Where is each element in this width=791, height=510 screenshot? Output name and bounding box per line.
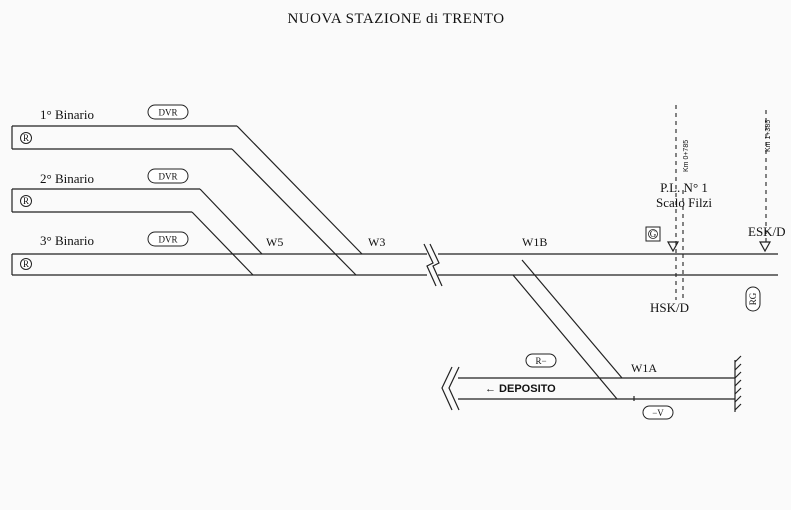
deposito-signal-bottom-text: −V: [652, 408, 664, 418]
track-1-buffer-icon: R: [20, 132, 32, 144]
buffer-hatching: [734, 355, 742, 411]
w3-lower-curve: [231, 148, 357, 276]
track-2-label: 2° Binario: [40, 171, 94, 186]
switch-w3-label: W3: [368, 235, 385, 249]
g-box-icon: G: [645, 226, 661, 242]
switch-connectors: [191, 125, 363, 276]
g-box-text: G: [650, 229, 657, 239]
switch-w5-label: W5: [266, 235, 283, 249]
esk-triangle-icon: [758, 241, 772, 253]
track-3: 3° Binario DVR R: [11, 231, 778, 287]
switch-w1a-label: W1A: [631, 361, 657, 375]
km-right-label: Km 1+385: [765, 120, 772, 152]
track-1-signal-text: DVR: [158, 108, 177, 118]
track-1-signal-icon: DVR: [147, 104, 189, 120]
track-break-mark-left: [423, 243, 437, 287]
rg-signal-text: RG: [748, 292, 758, 305]
deposito-signal-top-icon: R−: [525, 353, 557, 368]
deposito-arrow-outer: [441, 366, 453, 411]
w1-upper-curve: [521, 259, 623, 379]
esk-label: ESK/D: [748, 224, 786, 239]
track-1: 1° Binario DVR R: [11, 104, 237, 150]
deposito-arrow-inner: [448, 366, 460, 411]
km-left-label: Km 0+785: [683, 140, 690, 172]
track-2-signal-text: DVR: [158, 172, 177, 182]
deposito-branch: ← DEPOSITO W1A R− −V: [441, 259, 742, 420]
deposito-label: ← DEPOSITO: [485, 383, 556, 395]
track-3-buffer-icon: R: [20, 258, 32, 270]
diagram-title: NUOVA STAZIONE di TRENTO: [287, 11, 504, 27]
track-1-buffer-text: R: [23, 133, 29, 143]
crossing-title: P.L. N° 1: [660, 180, 708, 195]
w5-lower-curve: [191, 211, 254, 276]
track-2-buffer-icon: R: [20, 195, 32, 207]
rg-signal-icon: RG: [745, 286, 761, 312]
hsk-triangle-icon: [666, 241, 680, 253]
deposito-signal-top-text: R−: [535, 356, 546, 366]
w5-upper-curve: [199, 188, 263, 255]
switch-w1b-label: W1B: [522, 235, 547, 249]
track-break-mark-right: [429, 243, 443, 287]
deposito-signal-bottom-icon: −V: [642, 405, 674, 420]
crossing-subtitle: Scalo Filzi: [656, 195, 712, 210]
track-2: 2° Binario DVR R: [11, 168, 200, 213]
level-crossing: Km 0+785 Km 1+385 P.L. N° 1 Scalo Filzi …: [645, 105, 786, 315]
track-3-buffer-text: R: [23, 259, 29, 269]
track-3-label: 3° Binario: [40, 233, 94, 248]
w3-upper-curve: [236, 125, 363, 255]
track-1-label: 1° Binario: [40, 107, 94, 122]
track-2-signal-icon: DVR: [147, 168, 189, 184]
track-2-buffer-text: R: [23, 196, 29, 206]
track-3-signal-text: DVR: [158, 235, 177, 245]
track-3-signal-icon: DVR: [147, 231, 189, 247]
hsk-label: HSK/D: [650, 300, 689, 315]
w1-lower-curve: [512, 274, 618, 400]
